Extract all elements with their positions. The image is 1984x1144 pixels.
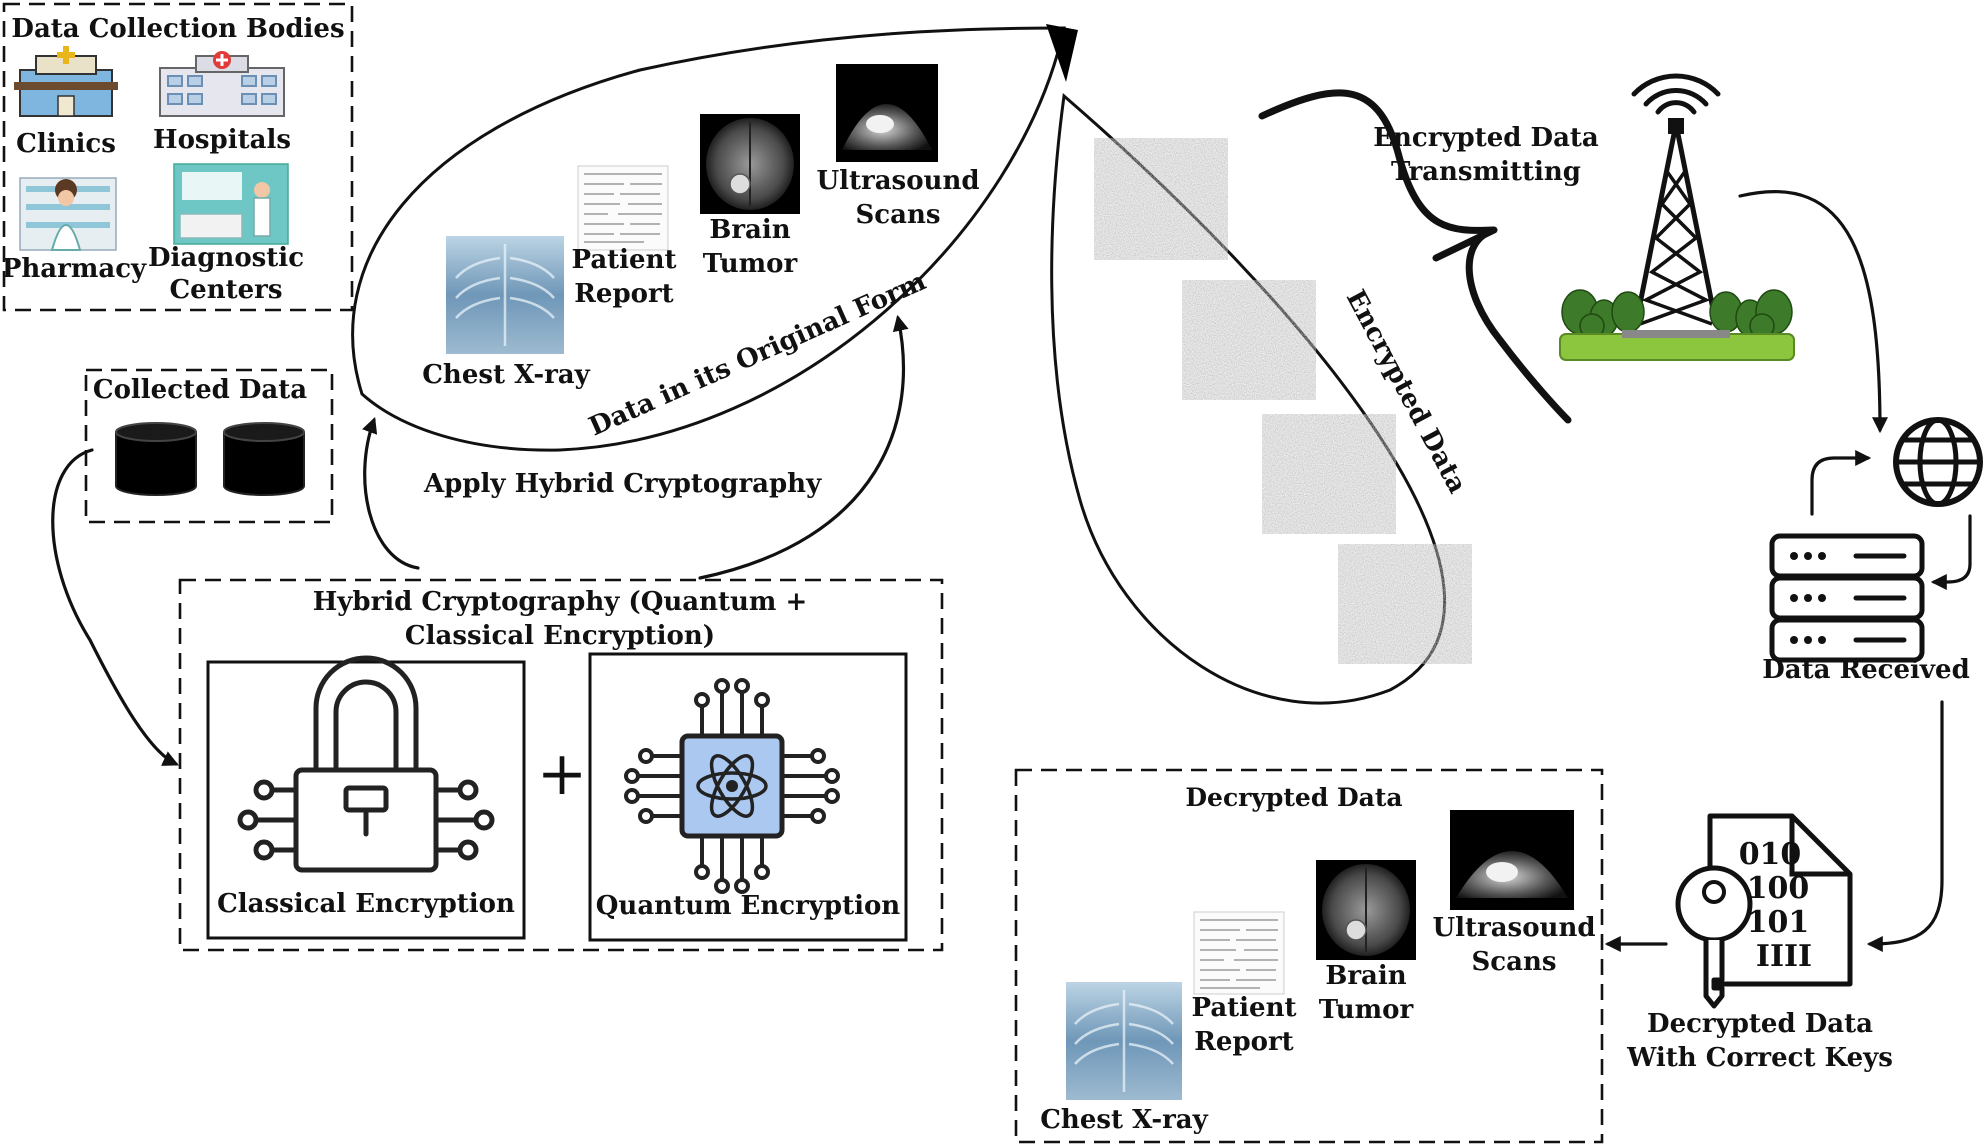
database-icon <box>115 422 197 496</box>
original-chest-label: Chest X-ray <box>422 360 590 390</box>
decrypted-patient-label-line1: Patient <box>1191 993 1296 1023</box>
classical-encryption-label: Classical Encryption <box>217 889 515 919</box>
arrow-tower-to-globe <box>1738 190 1888 434</box>
diagnostic-label-line2: Centers <box>169 275 282 305</box>
diagnostic-label-line1: Diagnostic <box>148 243 304 273</box>
quantum-encryption-box <box>588 652 908 942</box>
database-icon <box>223 422 305 496</box>
arrow-to-leaf-left <box>362 416 420 570</box>
transmission-tower-icon <box>1559 73 1795 361</box>
ultrasound-scan-image <box>1450 810 1574 910</box>
hospital-icon <box>159 51 285 117</box>
bits-row-1: 010 <box>1739 837 1802 872</box>
plus-sign: + <box>537 739 587 809</box>
pharmacy-label: Pharmacy <box>2 254 147 284</box>
decrypted-ultrasound-label-line2: Scans <box>1472 947 1557 977</box>
encrypted-block-2 <box>1182 280 1316 400</box>
collected-data-title: Collected Data <box>93 375 307 405</box>
diagnostic-center-icon <box>173 163 289 245</box>
original-data-leaf: Chest X-ray Patient Report Brain Tumor U… <box>351 24 1078 452</box>
arrow-received-to-keys <box>1866 700 1944 952</box>
data-received-label: Data Received <box>1762 655 1970 685</box>
transmitting-label-line2: Transmitting <box>1391 157 1581 187</box>
brain-tumor-mri-image <box>1316 860 1416 960</box>
decrypted-keys-label-line1: Decrypted Data <box>1647 1009 1873 1039</box>
decrypted-chest-label: Chest X-ray <box>1040 1105 1208 1135</box>
original-ultrasound-label-line1: Ultrasound <box>816 166 979 196</box>
hybrid-title-line2: Classical Encryption) <box>405 621 715 651</box>
original-patient-label-line2: Report <box>574 279 673 309</box>
globe-icon <box>1893 417 1983 507</box>
server-icon <box>1769 533 1925 663</box>
original-patient-label-line1: Patient <box>571 245 676 275</box>
encrypted-block-3 <box>1262 414 1396 534</box>
hybrid-cryptography-panel: Hybrid Cryptography (Quantum + Classical… <box>178 578 944 952</box>
leaf-tip <box>1046 24 1078 82</box>
decrypted-brain-label-line2: Tumor <box>1319 995 1414 1025</box>
bits-row-4: IIII <box>1756 939 1812 974</box>
arrow-collected-to-hybrid <box>51 448 179 766</box>
patient-report-image <box>1193 911 1285 995</box>
transmitting-label-line1: Encrypted Data <box>1373 123 1599 153</box>
bits-row-3: 101 <box>1747 905 1810 940</box>
original-brain-label-line2: Tumor <box>703 249 798 279</box>
collected-data-panel: Collected Data <box>84 368 334 524</box>
arrow-globe-to-server <box>1930 514 1972 590</box>
original-brain-label-line1: Brain <box>709 215 790 245</box>
transmitting-brace <box>1258 89 1572 424</box>
data-collection-title: Data Collection Bodies <box>11 14 344 44</box>
chest-xray-image <box>446 236 564 354</box>
decrypted-keys-label-line2: With Correct Keys <box>1626 1043 1893 1073</box>
encrypted-block-1 <box>1094 138 1228 260</box>
hybrid-title-line1: Hybrid Cryptography (Quantum + <box>313 587 808 617</box>
decrypted-data-panel: Decrypted Data Chest X-ray Patient Repor… <box>1014 768 1604 1144</box>
brain-tumor-mri-image <box>700 114 800 214</box>
ultrasound-scan-image <box>836 64 938 162</box>
decrypt-document-key-icon: 010 100 101 IIII <box>1675 813 1853 1009</box>
apply-hybrid-label: Apply Hybrid Cryptography <box>423 469 822 499</box>
arrow-to-leaf-right <box>698 314 909 580</box>
clinics-label: Clinics <box>16 129 116 159</box>
quantum-encryption-label: Quantum Encryption <box>596 891 901 921</box>
classical-encryption-box <box>206 660 526 940</box>
decrypted-ultrasound-label-line1: Ultrasound <box>1432 913 1595 943</box>
data-collection-bodies-panel: Data Collection Bodies Clinics Hospitals <box>2 2 354 312</box>
original-ultrasound-label-line2: Scans <box>856 200 941 230</box>
clinic-icon <box>14 46 118 117</box>
bits-row-2: 100 <box>1747 871 1810 906</box>
arrow-server-to-globe <box>1810 450 1872 516</box>
quantum-chip-icon <box>624 678 840 894</box>
hospitals-label: Hospitals <box>153 125 291 155</box>
encrypted-block-4 <box>1338 544 1472 664</box>
decrypted-data-title: Decrypted Data <box>1185 783 1402 812</box>
decrypted-brain-label-line1: Brain <box>1325 961 1406 991</box>
patient-report-image <box>577 165 669 251</box>
padlock-circuit-icon <box>237 655 495 873</box>
decrypted-patient-label-line2: Report <box>1194 1027 1293 1057</box>
chest-xray-image <box>1066 982 1182 1100</box>
pharmacy-icon <box>19 177 117 251</box>
